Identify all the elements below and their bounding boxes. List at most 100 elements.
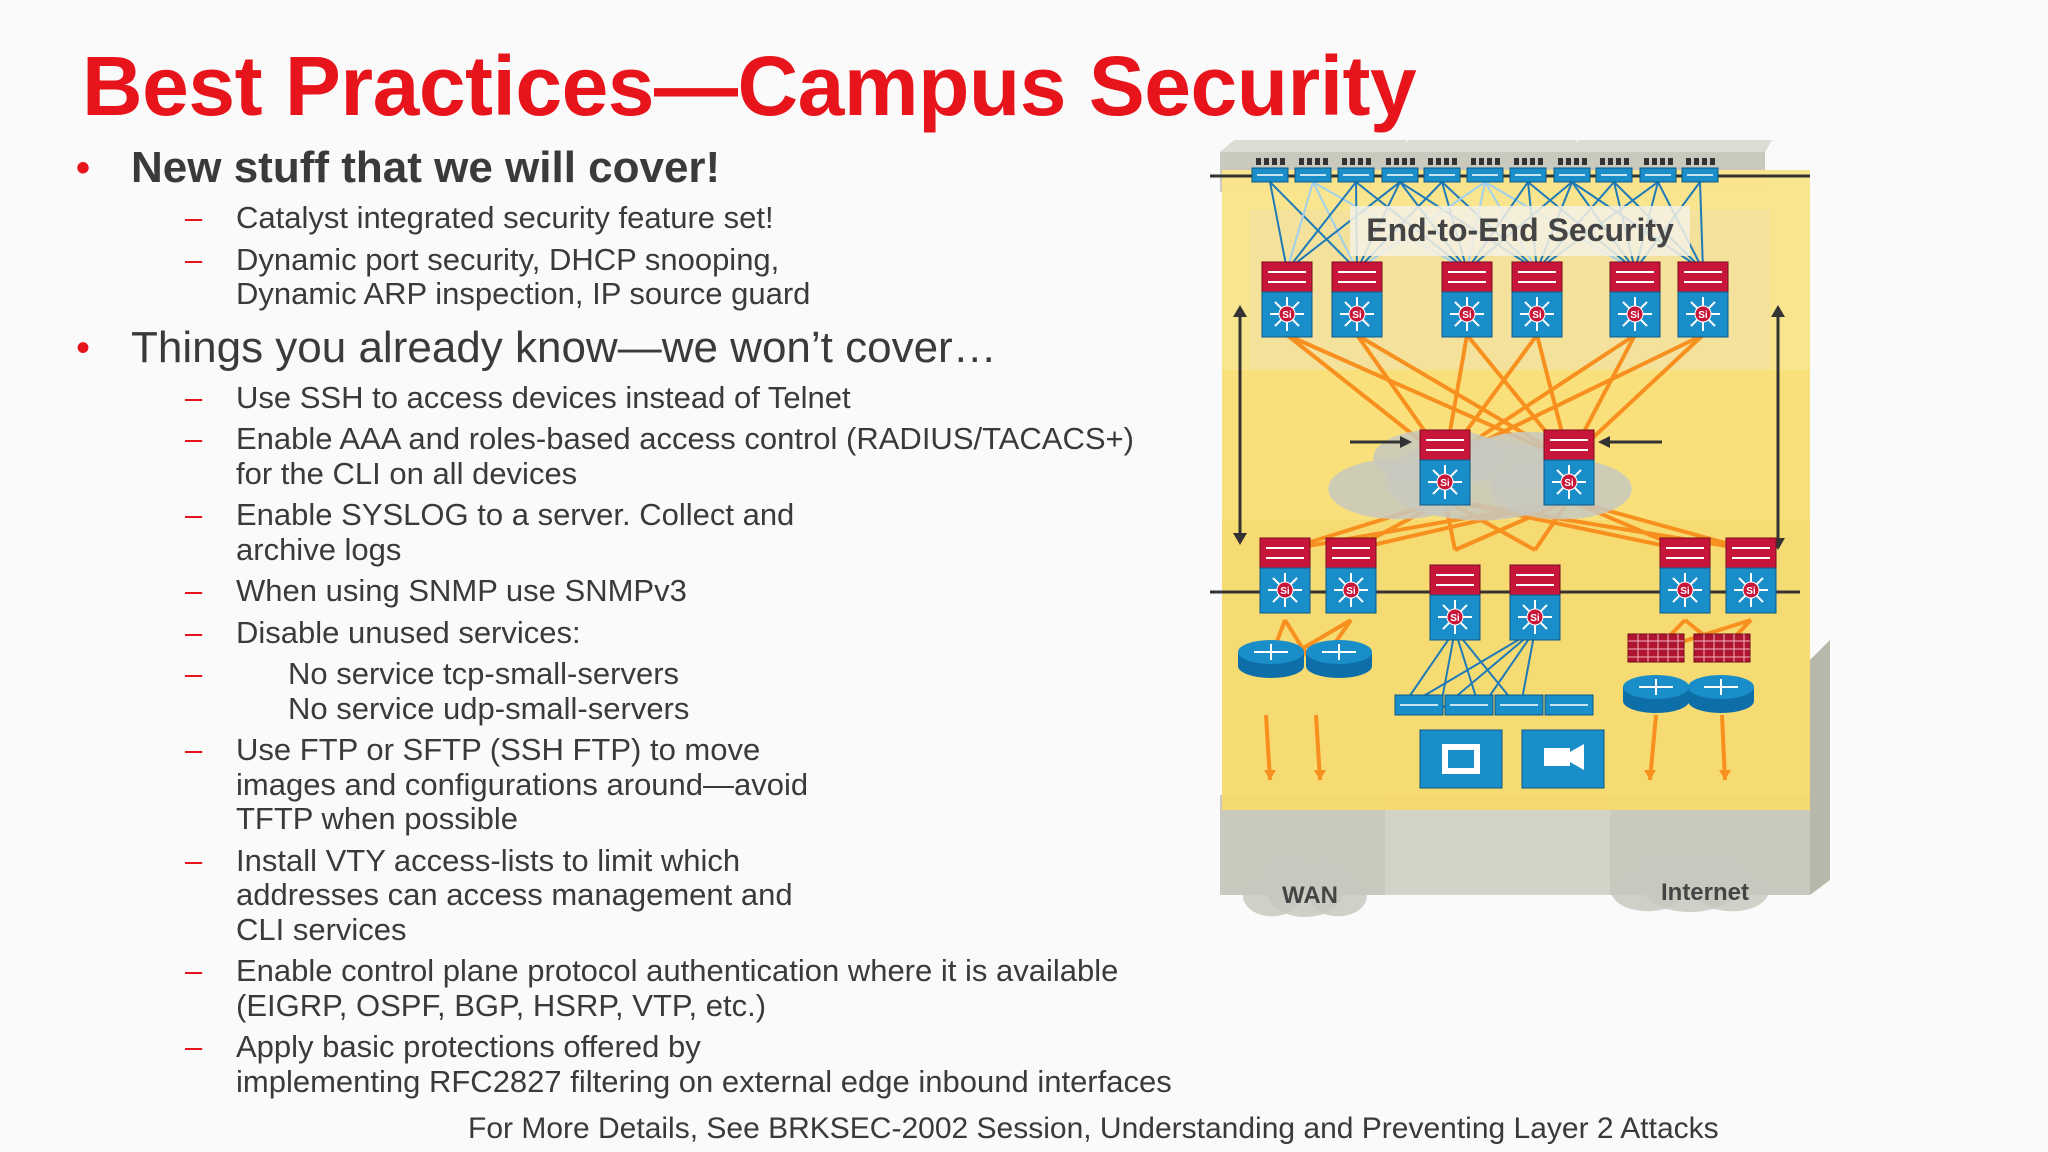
port <box>1522 158 1527 165</box>
port <box>1710 158 1715 165</box>
bullet-list: •New stuff that we will cover!–Catalyst … <box>76 142 1226 1099</box>
section-heading: •Things you already know—we won’t cover… <box>76 322 1226 374</box>
video-camera-icon <box>1521 729 1605 789</box>
port <box>1280 158 1285 165</box>
firewall-module <box>1419 429 1471 461</box>
bullet-dash: – <box>185 656 203 691</box>
bullet-item: –Enable AAA and roles-based access contr… <box>76 421 1226 491</box>
bullet-line: (EIGRP, OSPF, BGP, HSRP, VTP, etc.) <box>236 987 767 1023</box>
bullet-line: Install VTY access-lists to limit which <box>236 842 741 878</box>
port <box>1307 158 1312 165</box>
firewall-icon <box>1627 633 1685 663</box>
server-switch-row <box>1394 694 1594 716</box>
firewall-body <box>1693 633 1751 663</box>
bullet-line: Use FTP or SFTP (SSH FTP) to move <box>236 732 761 767</box>
layer3-switch-icon: Si <box>1331 261 1383 338</box>
access-uplink <box>1286 181 1314 271</box>
wan-cloud <box>1243 856 1367 917</box>
double-arrow-icon <box>1233 305 1247 545</box>
si-badge-label: Si <box>1630 310 1640 321</box>
si-badge <box>1676 581 1694 599</box>
layer3-switch-icon: Si <box>1677 261 1729 338</box>
bullet-item: –Use SSH to access devices instead of Te… <box>76 380 1226 416</box>
access-switch-icon <box>1681 158 1719 183</box>
si-badge <box>1626 305 1644 323</box>
bullet-item: –Install VTY access-lists to limit which… <box>76 842 1226 948</box>
access-uplink <box>1269 181 1288 271</box>
layer3-switch-icon: Si <box>1261 261 1313 338</box>
si-badge-label: Si <box>1680 586 1690 597</box>
port <box>1530 158 1535 165</box>
bullet-item: –Catalyst integrated security feature se… <box>76 200 1226 236</box>
firewall-module <box>1511 261 1563 293</box>
banner-label: End-to-End Security <box>1366 212 1674 248</box>
bullet-dash: – <box>185 842 203 878</box>
access-uplink <box>1699 181 1704 271</box>
slide-title: Best Practices—Campus Security <box>82 39 1417 133</box>
bullet-line: Enable control plane protocol authentica… <box>236 953 1119 988</box>
port <box>1694 158 1699 165</box>
down-arrow-icon <box>1314 770 1326 780</box>
bullet-line: TFTP when possible <box>236 801 518 836</box>
router-icon <box>1688 675 1754 713</box>
access-switch-icon <box>1337 158 1375 183</box>
si-badge <box>1526 608 1544 626</box>
bullet-item: –Enable control plane protocol authentic… <box>76 953 1226 1023</box>
si-badge <box>1348 305 1366 323</box>
bullet-line: Disable unused services: <box>236 614 581 650</box>
section-heading: •New stuff that we will cover! <box>76 142 1226 194</box>
port <box>1366 158 1371 165</box>
port <box>1410 158 1415 165</box>
access-switch-icon <box>1553 158 1591 183</box>
bullet-line: Dynamic ARP inspection, IP source guard <box>236 276 811 311</box>
port <box>1444 158 1449 165</box>
firewall-module <box>1543 429 1595 461</box>
port <box>1686 158 1691 165</box>
layer3-switch-icon: Si <box>1511 261 1563 338</box>
layer3-switch-icon: Si <box>1659 537 1711 614</box>
port <box>1342 158 1347 165</box>
access-switch-icon <box>1595 158 1633 183</box>
firewall-module <box>1259 537 1311 569</box>
port <box>1702 158 1707 165</box>
bullet-dash: – <box>185 241 203 277</box>
si-badge-label: Si <box>1282 310 1292 321</box>
port <box>1264 158 1269 165</box>
access-uplink <box>1269 181 1358 271</box>
arrow-head <box>1233 533 1247 545</box>
firewall-module <box>1331 261 1383 293</box>
access-switch-icon <box>1251 158 1289 183</box>
layer3-switch-icon: Si <box>1543 429 1595 506</box>
si-badge-label: Si <box>1530 613 1540 624</box>
port <box>1582 158 1587 165</box>
port <box>1272 158 1277 165</box>
ip-phone-icon <box>1419 729 1503 789</box>
port <box>1652 158 1657 165</box>
router-icon <box>1306 640 1372 678</box>
bullet-line: Enable AAA and roles-based access contro… <box>236 421 1134 456</box>
bullet-line: No service tcp-small-servers <box>288 656 680 691</box>
si-badge <box>1436 473 1454 491</box>
firewall-icon <box>1693 633 1751 663</box>
top-block-roof <box>1395 140 1578 152</box>
port <box>1574 158 1579 165</box>
bullet-dot: • <box>76 325 91 370</box>
firewall-module <box>1609 261 1661 293</box>
arrow-head <box>1771 305 1785 317</box>
firewall-module <box>1325 537 1377 569</box>
block-side <box>1810 640 1830 895</box>
port <box>1514 158 1519 165</box>
bullet-line: Catalyst integrated security feature set… <box>236 200 774 235</box>
arrow-head <box>1233 305 1247 317</box>
port <box>1315 158 1320 165</box>
bullet-dash: – <box>185 573 203 608</box>
si-badge-label: Si <box>1450 613 1460 624</box>
si-badge <box>1278 305 1296 323</box>
bullet-dash: – <box>185 200 203 235</box>
port <box>1358 158 1363 165</box>
port <box>1668 158 1673 165</box>
access-uplink <box>1286 181 1401 271</box>
